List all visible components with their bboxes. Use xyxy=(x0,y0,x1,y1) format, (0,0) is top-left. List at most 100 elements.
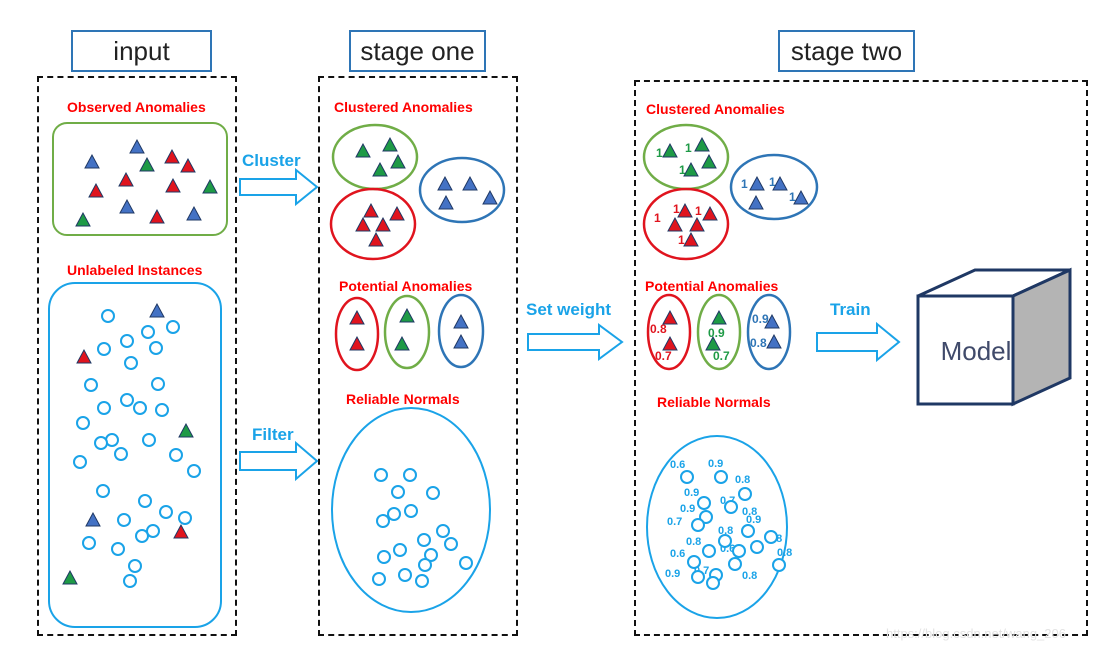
anomaly-triangle xyxy=(75,211,91,227)
instance-circle xyxy=(426,486,440,500)
anomaly-triangle xyxy=(349,335,365,351)
weight-label: 0.7 xyxy=(667,516,682,528)
instance-circle xyxy=(741,524,755,538)
anomaly-triangle xyxy=(372,161,388,177)
anomaly-triangle xyxy=(482,189,498,205)
instance-circle xyxy=(372,572,386,586)
anomaly-triangle xyxy=(694,136,710,152)
anomaly-triangle xyxy=(84,153,100,169)
weight-label: 0.9 xyxy=(752,312,769,326)
observed-anomalies-box xyxy=(52,122,228,236)
instance-circle xyxy=(151,377,165,391)
instance-circle xyxy=(702,544,716,558)
anomaly-triangle xyxy=(772,175,788,191)
watermark: https://blog.csdn.net/wang_206 xyxy=(886,626,1066,641)
weight-label: 0.9 xyxy=(665,568,680,580)
cluster-blue-ellipse xyxy=(418,156,506,224)
instance-circle xyxy=(120,393,134,407)
instance-circle xyxy=(73,455,87,469)
weight-label: 1 xyxy=(685,141,692,155)
instance-circle xyxy=(96,484,110,498)
weight-label: 0.8 xyxy=(750,336,767,350)
instance-circle xyxy=(133,401,147,415)
anomaly-triangle xyxy=(677,202,693,218)
anomaly-triangle xyxy=(462,175,478,191)
anomaly-triangle xyxy=(85,511,101,527)
anomaly-triangle xyxy=(394,335,410,351)
normals-ellipse xyxy=(331,407,491,613)
anomaly-triangle xyxy=(662,335,678,351)
instance-circle xyxy=(415,574,429,588)
anomaly-triangle xyxy=(437,175,453,191)
weight-label: 1 xyxy=(679,163,686,177)
weighted-normals-ellipse xyxy=(646,435,788,619)
weighted-red-ellipse xyxy=(642,187,730,261)
anomaly-triangle xyxy=(173,523,189,539)
anomaly-triangle xyxy=(149,302,165,318)
instance-circle xyxy=(111,542,125,556)
anomaly-triangle xyxy=(662,309,678,325)
unlabeled-instances-box xyxy=(48,282,222,628)
anomaly-triangle xyxy=(711,309,727,325)
instance-circle xyxy=(114,447,128,461)
cluster-arrow xyxy=(239,167,319,207)
instance-circle xyxy=(124,356,138,370)
instance-circle xyxy=(724,500,738,514)
potential-green-ellipse xyxy=(383,294,431,370)
instance-circle xyxy=(169,448,183,462)
potential-red-ellipse xyxy=(334,296,380,372)
reliable-normals-label: Reliable Normals xyxy=(346,391,460,407)
weight-label: 0.9 xyxy=(708,458,723,470)
anomaly-triangle xyxy=(749,175,765,191)
weight-label: 0.8 xyxy=(777,547,792,559)
anomaly-triangle xyxy=(793,189,809,205)
anomaly-triangle xyxy=(683,231,699,247)
instance-circle xyxy=(391,485,405,499)
instance-circle xyxy=(691,570,705,584)
stage-one-panel xyxy=(318,76,518,636)
instance-circle xyxy=(146,524,160,538)
weight-label: 0.8 xyxy=(742,506,757,518)
weight-label: 0.7 xyxy=(713,349,730,363)
anomaly-triangle xyxy=(149,208,165,224)
input-panel xyxy=(37,76,237,636)
filter-arrow xyxy=(239,440,319,482)
instance-circle xyxy=(123,574,137,588)
instance-circle xyxy=(120,334,134,348)
instance-circle xyxy=(101,309,115,323)
anomaly-triangle xyxy=(702,205,718,221)
anomaly-triangle xyxy=(453,313,469,329)
instance-circle xyxy=(393,543,407,557)
cluster-arrow-label: Cluster xyxy=(242,151,301,170)
clustered-anomalies-label: Clustered Anomalies xyxy=(334,99,473,115)
instance-circle xyxy=(680,470,694,484)
instance-circle xyxy=(97,401,111,415)
instance-circle xyxy=(142,433,156,447)
weight-label: 0.9 xyxy=(684,487,699,499)
instance-circle xyxy=(738,487,752,501)
anomaly-triangle xyxy=(453,333,469,349)
instance-circle xyxy=(166,320,180,334)
potential-blue-ellipse xyxy=(437,293,485,369)
anomaly-triangle xyxy=(62,569,78,585)
instance-circle xyxy=(128,559,142,573)
instance-circle xyxy=(84,378,98,392)
weight-label: 0.9 xyxy=(708,326,725,340)
instance-circle xyxy=(732,544,746,558)
instance-circle xyxy=(398,568,412,582)
filter-arrow-label: Filter xyxy=(252,425,294,444)
cluster-red-ellipse xyxy=(329,187,417,261)
reliable-normals-label-two: Reliable Normals xyxy=(657,394,771,410)
model-cube xyxy=(916,267,1072,407)
stage-two-panel xyxy=(634,80,1088,636)
anomaly-triangle xyxy=(705,335,721,351)
instance-circle xyxy=(459,556,473,570)
anomaly-triangle xyxy=(390,153,406,169)
anomaly-triangle xyxy=(349,309,365,325)
anomaly-triangle xyxy=(76,348,92,364)
set-weight-arrow xyxy=(527,323,624,361)
instance-circle xyxy=(82,536,96,550)
weight-label: 0.8 xyxy=(686,536,701,548)
weight-label: 1 xyxy=(741,177,748,191)
instance-circle xyxy=(718,534,732,548)
